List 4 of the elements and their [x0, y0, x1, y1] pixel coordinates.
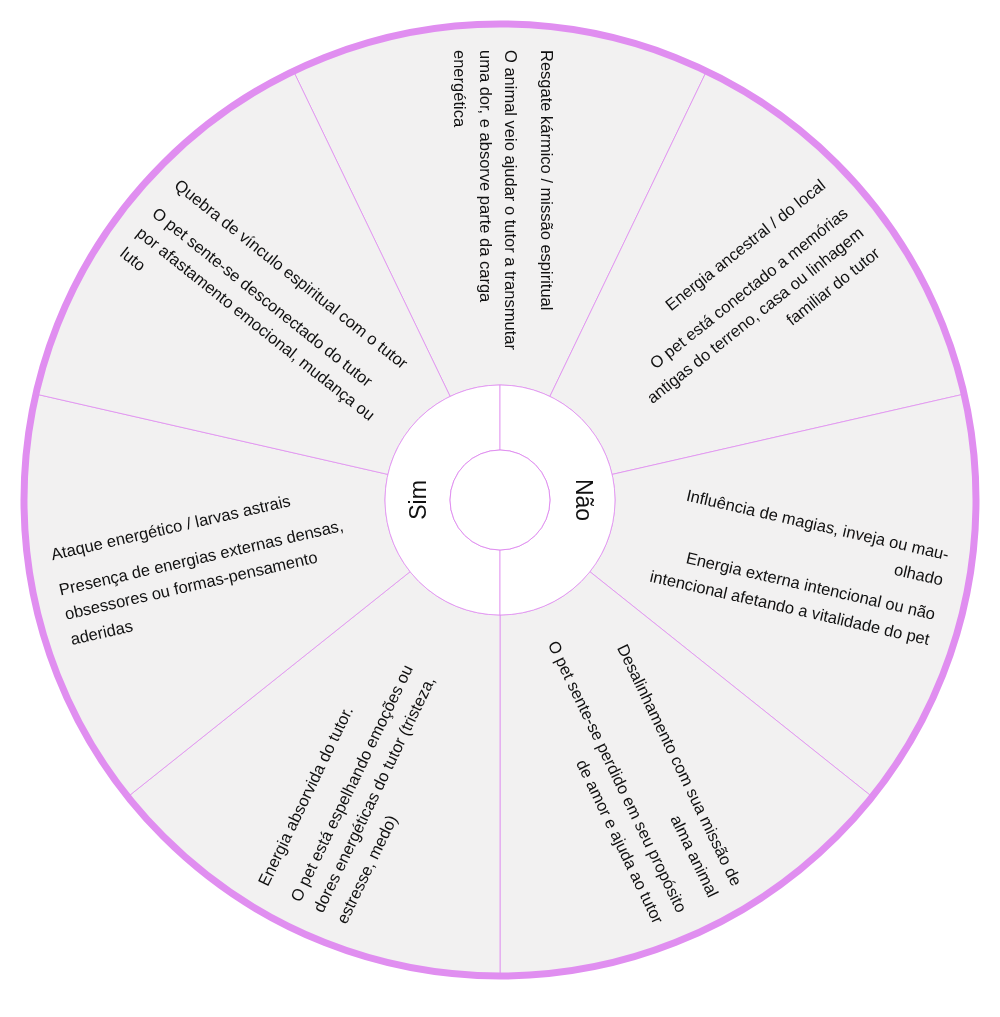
answer-label: Não [569, 478, 596, 522]
answer-label: Sim [404, 480, 431, 520]
segment-description: O animal veio ajudar o tutor a transmutar uma dor, e absorve parte da carga energética [450, 50, 522, 350]
segment-heading: Resgate kármico / missão espiritual [537, 50, 558, 313]
